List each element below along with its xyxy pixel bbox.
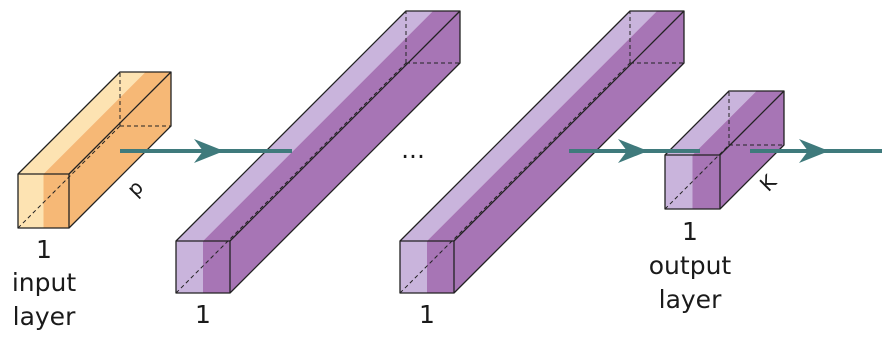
output-layer-box-front-light: [665, 155, 693, 209]
output-layer-box-front-edge: [664, 154, 721, 210]
hidden-layer-2-box-ridge: [453, 10, 685, 242]
hidden-layer-1-box: [175, 10, 461, 294]
hidden-layer-2-box-top-dark: [427, 11, 684, 241]
hidden-layer-1-box-front-dark: [203, 241, 230, 293]
hidden-layer-1-box-top-light: [176, 11, 433, 241]
arrow-hidden-to-output: [569, 139, 700, 163]
input-layer-box-front-edge: [17, 173, 70, 229]
output-layer-box-top-dark: [692, 91, 784, 155]
input-layer-label-line1: input: [12, 268, 77, 297]
hidden-layer-2-box-front-edge: [399, 240, 455, 294]
hidden-layer-1-box-top-dark: [203, 11, 460, 241]
hidden2-size-label: 1: [419, 300, 435, 329]
output-size-label: 1: [682, 217, 698, 246]
hidden-layer-2-box-top-light: [400, 11, 657, 241]
input-layer-box: [17, 71, 172, 229]
output-layer-box-ridge: [719, 90, 785, 156]
input-size-label: 1: [36, 235, 52, 264]
hidden-layer-2-box-front-light: [400, 241, 427, 293]
output-layer-box-hidden-edge: [664, 144, 730, 210]
output-depth-label: K: [755, 169, 782, 196]
arrow-output: [750, 139, 882, 163]
input-layer-label-line2: layer: [13, 302, 76, 331]
hidden-layer-1-box-front-edge: [175, 240, 231, 294]
input-layer-box-ridge: [68, 71, 172, 175]
hidden-layer-1-box-side: [230, 11, 460, 293]
hidden-layer-1-box-front-light: [176, 241, 203, 293]
input-layer-box-front-light: [18, 174, 44, 228]
hidden-layer-2-box-front-dark: [427, 241, 454, 293]
hidden-layer-1-box-hidden-edge: [175, 62, 407, 294]
input-depth-label: p: [122, 175, 148, 201]
hidden1-size-label: 1: [195, 300, 211, 329]
input-layer-box-top-light: [18, 72, 146, 174]
hidden-layer-2-box-hidden-edge: [399, 62, 631, 294]
output-layer-box-front-dark: [692, 155, 720, 209]
output-layer-box-top-light: [665, 91, 757, 155]
output-layer-label-line2: layer: [659, 285, 722, 314]
arrow-input-to-hidden: [120, 139, 292, 163]
input-layer-box-front-dark: [43, 174, 69, 228]
ellipsis-label: ...: [401, 135, 425, 164]
hidden-layer-1-box-ridge: [229, 10, 461, 242]
input-layer-box-top-dark: [43, 72, 171, 174]
output-layer-label-line1: output: [649, 251, 732, 280]
